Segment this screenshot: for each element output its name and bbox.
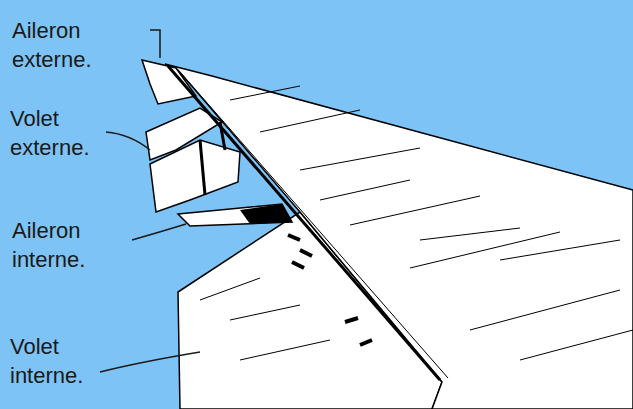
leader-lines <box>100 30 200 372</box>
hinge-line <box>180 72 448 378</box>
hinge-line <box>168 66 440 380</box>
panel-lines <box>200 86 633 360</box>
part-label: Volet externe. <box>10 104 128 162</box>
part-label: Aileron externe. <box>12 16 130 74</box>
flap-track <box>200 140 205 195</box>
part-label: Volet interne. <box>10 332 128 390</box>
wing-surface <box>165 64 633 409</box>
aileron-shadow <box>240 204 292 224</box>
inner-aileron <box>178 204 292 226</box>
part-label: Aileron interne. <box>12 216 130 274</box>
hinge-fairings <box>288 235 372 345</box>
outer-flap-panel <box>150 140 240 212</box>
